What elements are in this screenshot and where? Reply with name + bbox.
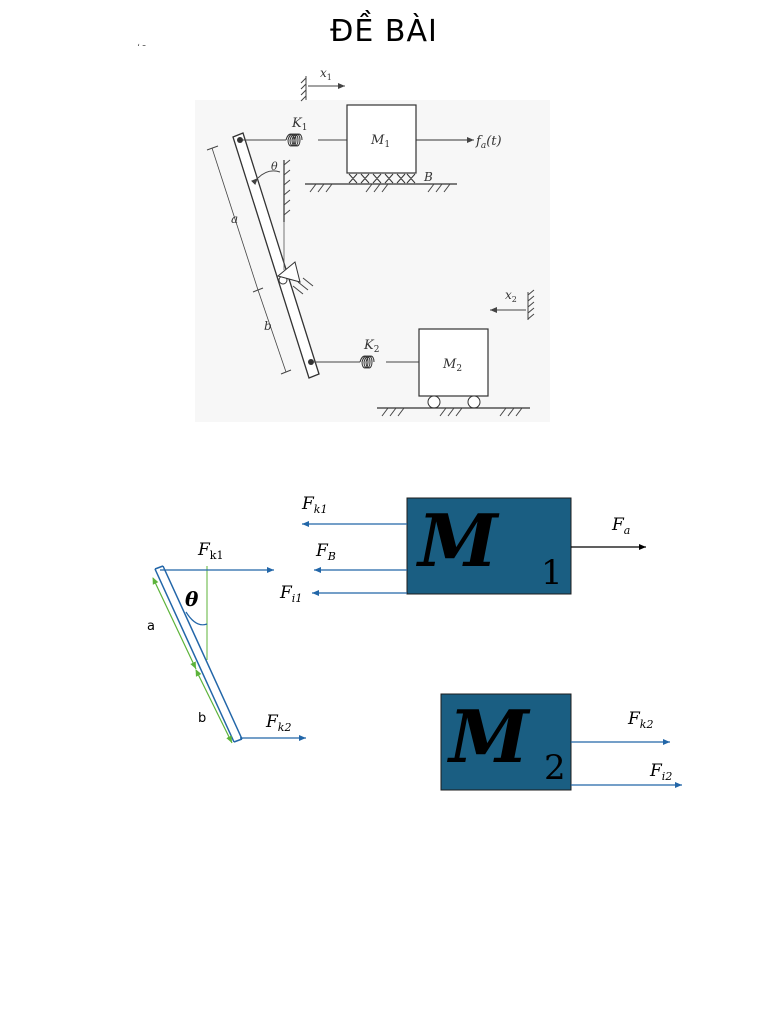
stray-mark: ، ـ xyxy=(137,39,146,49)
x2-indicator: x2 xyxy=(490,288,535,320)
problem-b: b xyxy=(264,319,272,333)
fb-F: F xyxy=(315,541,329,561)
svg-text:K2: K2 xyxy=(363,338,379,355)
problem-theta: θ xyxy=(271,160,278,173)
force-fk2-m2: Fk2 xyxy=(571,709,670,745)
force-fk1-m1: Fk1 xyxy=(301,494,407,527)
spring-k1: K1 xyxy=(243,116,347,147)
svg-text:x1: x1 xyxy=(320,66,332,82)
fbd-theta-label: θ xyxy=(185,587,199,611)
k1-label: K xyxy=(291,116,303,131)
fbd-a-label: a xyxy=(147,619,155,634)
fbd-m1-block: M 1 xyxy=(406,497,572,595)
problem-m1: M1 B fa(t) xyxy=(305,104,502,193)
svg-text:fa(t): fa(t) xyxy=(475,134,502,151)
fa-arg: (t) xyxy=(486,134,501,149)
problem-lever xyxy=(232,132,320,379)
fk1-m1-F: F xyxy=(301,494,315,514)
fbd-m2-block: M 2 xyxy=(440,693,572,791)
fbd-m2-sub: 2 xyxy=(544,748,566,788)
spring-k2: K2 xyxy=(313,338,419,369)
fb-sub: B xyxy=(327,550,336,563)
page-title: ĐỀ BÀI xyxy=(330,14,438,49)
pivot-support xyxy=(276,261,314,295)
fk2-m2-F: F xyxy=(627,709,641,729)
m2-label: M xyxy=(442,357,457,372)
x2-label: x xyxy=(505,288,512,302)
m1-label: M xyxy=(370,133,385,148)
svg-text:M2: M2 xyxy=(442,357,462,374)
force-fa-m1: Fa xyxy=(571,515,646,550)
fbd-m1-label: M xyxy=(415,498,500,583)
fi2-F: F xyxy=(649,761,663,781)
k1-sub: 1 xyxy=(302,123,308,133)
fk1-lever-F: F xyxy=(197,540,211,560)
svg-text:Fi1: Fi1 xyxy=(279,583,302,605)
fi1-F: F xyxy=(279,583,293,603)
svg-text:FB: FB xyxy=(315,541,336,563)
x1-sub: 1 xyxy=(327,73,332,82)
x1-indicator: x1 xyxy=(300,66,345,102)
x1-label: x xyxy=(320,66,327,80)
problem-figure: x1 θ a b xyxy=(195,66,550,422)
fi1-sub: i1 xyxy=(292,592,303,605)
svg-text:K1: K1 xyxy=(291,116,307,133)
fk1-m1-sub: k1 xyxy=(314,503,328,516)
fbd-b-label: b xyxy=(198,711,206,726)
fbd-m1-sub: 1 xyxy=(541,553,563,593)
dimension-ab: a b xyxy=(206,145,292,375)
m1-sub: 1 xyxy=(384,140,390,150)
fa-label: f xyxy=(475,134,483,149)
fk2-lever-F: F xyxy=(265,712,279,732)
problem-B: B xyxy=(423,170,433,184)
fbd-dimensions: a b xyxy=(147,577,233,744)
svg-text:Fi2: Fi2 xyxy=(649,761,672,783)
svg-text:Fk2: Fk2 xyxy=(627,709,653,731)
x2-sub: 2 xyxy=(512,295,517,304)
problem-a: a xyxy=(231,212,238,226)
force-fi2-m2: Fi2 xyxy=(571,761,682,788)
fk2-lever-sub: k2 xyxy=(278,721,292,734)
svg-text:x2: x2 xyxy=(505,288,517,304)
force-fi1-m1: Fi1 xyxy=(279,583,407,605)
fk1-lever-sub: k1 xyxy=(210,549,224,562)
fk2-m2-sub: k2 xyxy=(640,718,654,731)
k2-label: K xyxy=(363,338,375,353)
force-fk2-lever: Fk2 xyxy=(240,712,306,741)
fa-sub: a xyxy=(624,524,631,537)
fa-F: F xyxy=(611,515,625,535)
k2-sub: 2 xyxy=(374,345,380,355)
fbd-m2-label: M xyxy=(446,694,531,779)
theta-wall: θ xyxy=(250,159,291,270)
svg-text:Fk2: Fk2 xyxy=(265,712,291,734)
fa-sub: a xyxy=(481,141,486,151)
free-body-diagram: a b θ Fk1 Fk2 M 1 Fk1 xyxy=(147,494,682,791)
fi2-sub: i2 xyxy=(662,770,673,783)
force-fb-m1: FB xyxy=(314,541,407,573)
svg-text:Fk1: Fk1 xyxy=(197,540,223,562)
fbd-theta: θ xyxy=(185,566,208,660)
force-fk1-lever: Fk1 xyxy=(160,540,274,573)
svg-text:M1: M1 xyxy=(370,133,390,150)
problem-m2: M2 xyxy=(377,328,530,417)
m2-sub: 2 xyxy=(456,364,462,374)
svg-text:Fa: Fa xyxy=(611,515,630,537)
svg-text:Fk1: Fk1 xyxy=(301,494,327,516)
